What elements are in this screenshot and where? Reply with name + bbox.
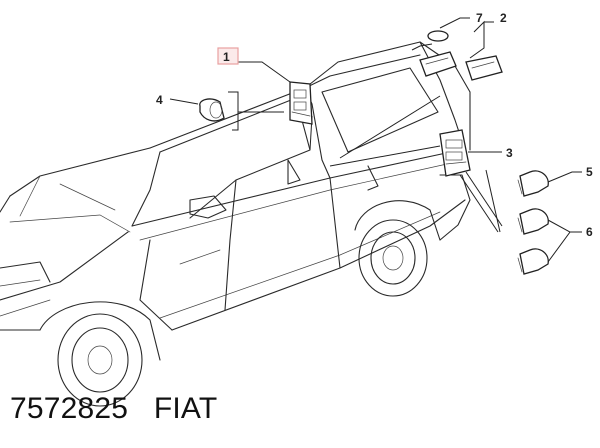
- bulbs-part-5-6: [485, 169, 582, 275]
- part-caption: 7572825 FIAT: [10, 392, 217, 426]
- callout-3: 3: [506, 146, 513, 160]
- callout-labels: 1 2 3 4 5 6 7: [156, 11, 593, 239]
- callout-7: 7: [476, 11, 483, 25]
- rear-light-part-3: [439, 129, 502, 177]
- bulb-6a: [517, 208, 549, 235]
- part-number: 7572825: [10, 392, 129, 425]
- callout-1: 1: [223, 50, 230, 64]
- leader-lines: [309, 95, 503, 233]
- bulb-6b: [517, 248, 549, 275]
- car-outline: [0, 41, 471, 407]
- side-lamp-part-1: [238, 61, 313, 125]
- brand-name: FIAT: [153, 392, 218, 425]
- plate-lamps-part-2: [411, 17, 503, 81]
- bulb-holder-part-4: [169, 91, 284, 131]
- callout-2: 2: [500, 11, 507, 25]
- bulb-5: [517, 170, 582, 197]
- callout-5: 5: [586, 165, 593, 179]
- callout-1-highlight: [217, 47, 239, 65]
- callout-6: 6: [586, 225, 593, 239]
- callout-4: 4: [156, 93, 163, 107]
